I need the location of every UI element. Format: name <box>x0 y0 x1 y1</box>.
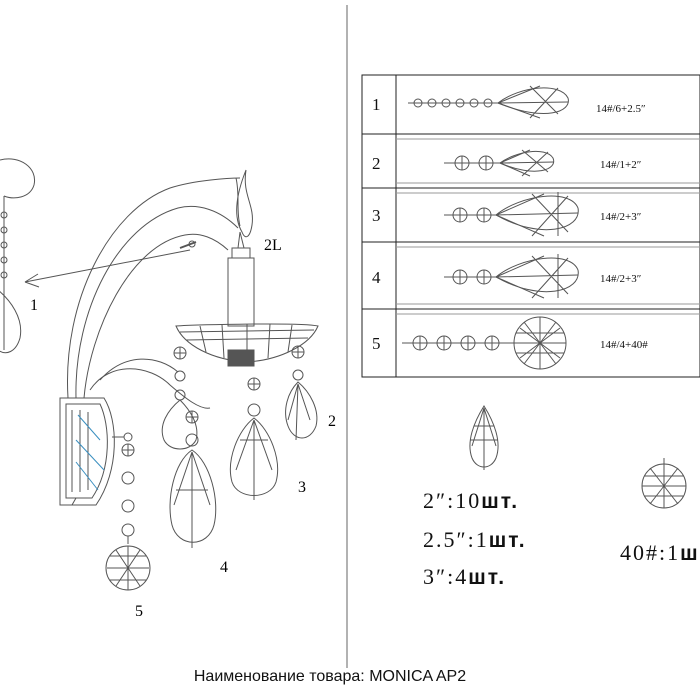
qty-2inch-unit: шт. <box>481 490 520 513</box>
qty-2inch-size: 2″:10 <box>423 488 482 513</box>
label-3: 3 <box>298 479 306 496</box>
row2-num: 2 <box>372 154 381 173</box>
plate-crystal-accent <box>75 414 105 491</box>
row4-spec: 14#/2+3″ <box>600 273 641 285</box>
row1-num: 1 <box>372 95 381 114</box>
detached-chain-beads <box>0 211 8 279</box>
chain-left <box>161 346 198 450</box>
chain-right <box>285 345 318 441</box>
spec-table <box>361 74 700 378</box>
row5-crystal <box>402 316 567 370</box>
sconce-drawing <box>0 158 319 591</box>
arm-lower <box>89 368 211 409</box>
detached-pendant <box>0 291 22 354</box>
row5-spec: 14#/4+40# <box>600 339 648 351</box>
row3-crystal <box>444 192 579 237</box>
qty-25inch-size: 2.5″:1 <box>423 527 489 552</box>
qty-25inch-unit: шт. <box>488 529 527 552</box>
row2-crystal <box>444 149 555 177</box>
chain-long <box>169 410 217 548</box>
label-4: 4 <box>220 559 228 576</box>
qty-3inch-unit: шт. <box>468 566 507 589</box>
arm-outer <box>66 177 241 399</box>
chain-ball <box>105 443 151 591</box>
row3-spec: 14#/2+3″ <box>600 211 641 223</box>
pointer-line <box>24 249 191 283</box>
arm-mid <box>75 205 239 399</box>
candle-sleeve <box>227 257 255 327</box>
label-candle: 2L <box>264 237 282 254</box>
qty-3inch: 3″:4шт. <box>423 564 506 590</box>
wall-plate <box>59 397 115 506</box>
product-caption: Наименование товара: MONICA AP2 <box>193 668 467 685</box>
label-1: 1 <box>30 297 38 314</box>
label-2: 2 <box>328 413 336 430</box>
qty-25inch: 2.5″:1шт. <box>423 527 527 553</box>
row1-crystal <box>408 85 569 119</box>
row4-crystal <box>444 254 579 299</box>
row1-spec: 14#/6+2.5″ <box>596 103 646 115</box>
label-5: 5 <box>135 603 143 620</box>
cup-base <box>227 349 255 367</box>
arm-inner <box>83 233 229 399</box>
row2-spec: 14#/1+2″ <box>600 159 641 171</box>
qty-40-unit: ш <box>680 542 700 565</box>
row3-num: 3 <box>372 206 381 225</box>
pointer-arrowhead <box>24 273 40 288</box>
loose-ball-crystal <box>641 458 687 509</box>
flame <box>236 169 253 238</box>
row4-num: 4 <box>372 268 381 287</box>
qty-3inch-size: 3″:4 <box>423 564 469 589</box>
hook-curve <box>0 158 36 199</box>
qty-2inch: 2″:10шт. <box>423 488 519 514</box>
row5-num: 5 <box>372 334 381 353</box>
qty-40-size: 40#:1 <box>620 540 681 565</box>
chain-center <box>230 377 278 500</box>
loose-drop-crystal <box>469 405 499 470</box>
qty-40: 40#:1ш <box>620 540 700 566</box>
